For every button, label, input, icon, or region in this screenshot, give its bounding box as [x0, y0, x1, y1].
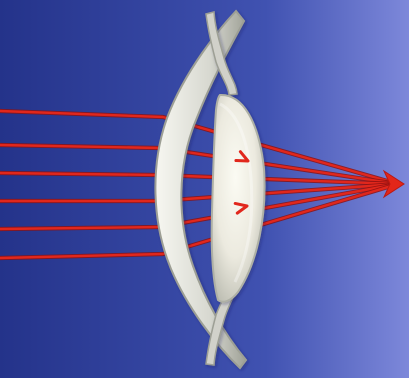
eye-refraction-diagram	[0, 0, 409, 378]
diagram-svg	[0, 0, 409, 378]
